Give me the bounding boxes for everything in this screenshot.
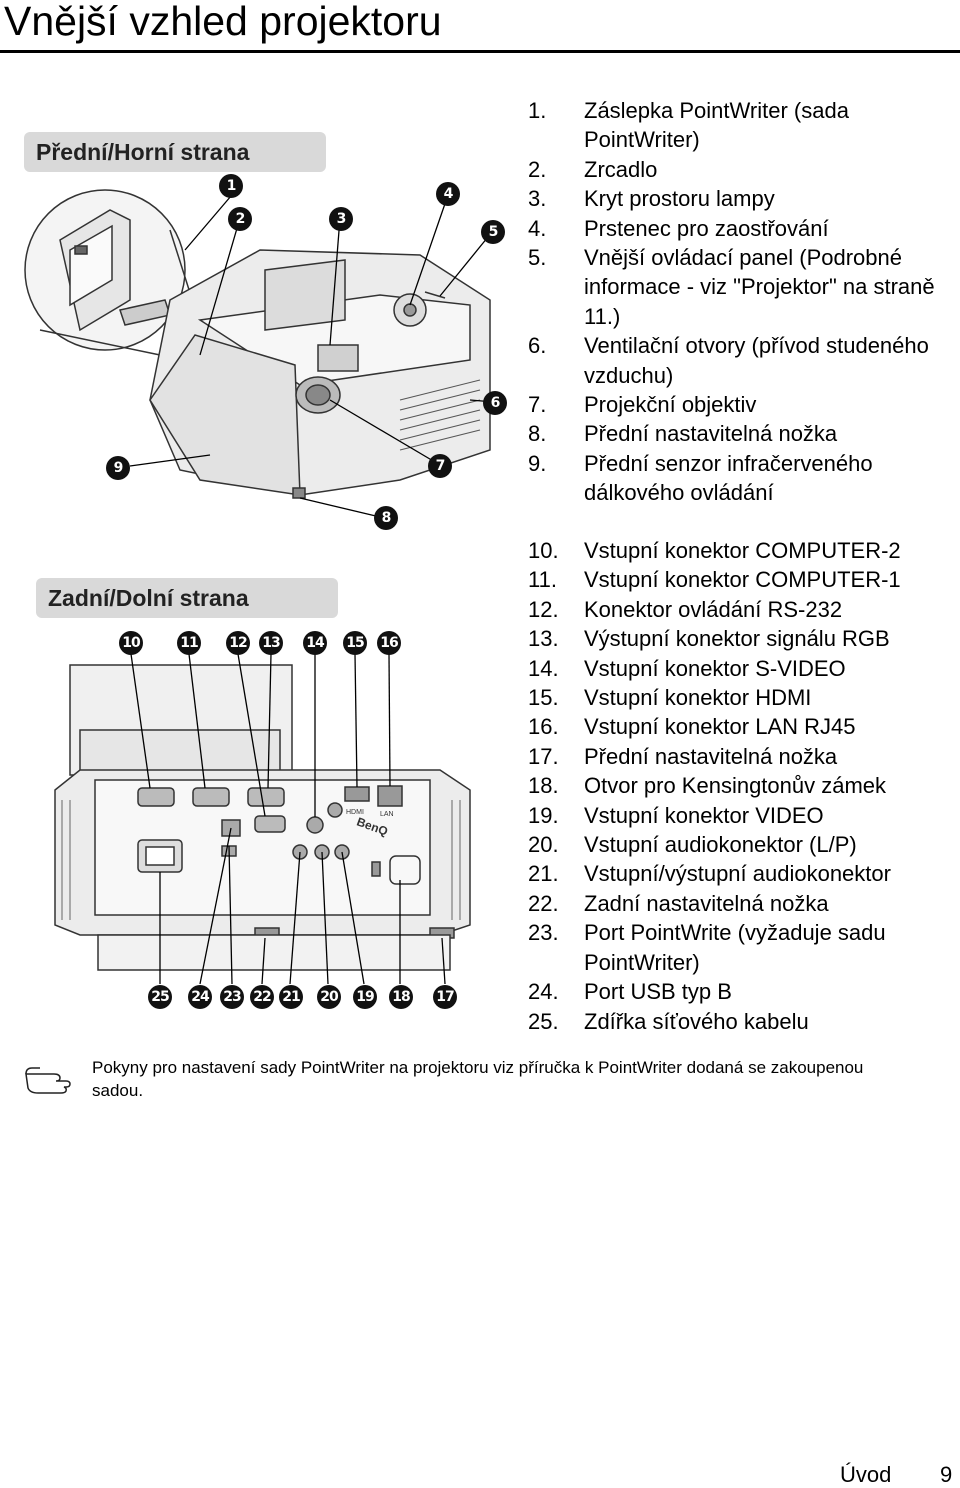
title-rule: [0, 50, 960, 53]
list-item: 5.Vnější ovládací panel (Podrobné inform…: [528, 245, 935, 329]
rear-parts-list: 10.Vstupní konektor COMPUTER-2 11.Vstupn…: [528, 536, 960, 1036]
list-item: 17.Přední nastavitelná nožka: [528, 743, 838, 769]
list-item: 18.Otvor pro Kensingtonův zámek: [528, 773, 887, 799]
list-item: 10.Vstupní konektor COMPUTER-2: [528, 538, 901, 563]
list-item: 20.Vstupní audiokonektor (L/P): [528, 832, 857, 858]
list-item: 4.Prstenec pro zaostřování: [528, 215, 829, 241]
callout-9: 9: [106, 456, 130, 480]
list-item: 12.Konektor ovládání RS-232: [528, 596, 843, 622]
list-item: 11.Vstupní konektor COMPUTER-1: [528, 567, 901, 593]
page-number: 9: [940, 1462, 953, 1487]
callout-4: 4: [436, 182, 460, 206]
callout-8: 8: [374, 506, 398, 530]
callout-19: 19: [353, 985, 377, 1009]
footer-section: Úvod: [840, 1462, 892, 1487]
callout-20: 20: [317, 985, 341, 1009]
list-item: 16.Vstupní konektor LAN RJ45: [528, 714, 856, 740]
callout-21: 21: [279, 985, 303, 1009]
callout-5: 5: [481, 220, 505, 244]
front-projector-drawing: [24, 189, 491, 499]
front-parts-list: 1.Záslepka PointWriter (sada PointWriter…: [528, 96, 960, 508]
callout-22: 22: [250, 985, 274, 1009]
list-item: 13.Výstupní konektor signálu RGB: [528, 626, 890, 652]
callout-18: 18: [389, 985, 413, 1009]
list-item: 14.Vstupní konektor S-VIDEO: [528, 655, 846, 681]
callout-6: 6: [483, 391, 507, 415]
projector-illustrations: HDMI LAN BenQ: [24, 189, 495, 985]
callout-15: 15: [343, 631, 367, 655]
callout-11: 11: [177, 631, 201, 655]
callout-16: 16: [377, 631, 401, 655]
list-item: 3.Kryt prostoru lampy: [528, 186, 775, 212]
note-text: Pokyny pro nastavení sady PointWriter na…: [92, 1058, 864, 1100]
pointing-hand-icon: [25, 1067, 71, 1094]
callout-3: 3: [329, 207, 353, 231]
list-item: 22.Zadní nastavitelná nožka: [528, 890, 829, 916]
list-item: 19.Vstupní konektor VIDEO: [528, 802, 824, 828]
list-item: 8.Přední nastavitelná nožka: [528, 421, 838, 447]
list-item: 7.Projekční objektiv: [528, 392, 757, 418]
callout-25: 25: [148, 985, 172, 1009]
list-item: 21.Vstupní/výstupní audiokonektor: [528, 861, 891, 887]
callout-17: 17: [433, 985, 457, 1009]
callout-13: 13: [259, 631, 283, 655]
list-item: 25.Zdířka síťového kabelu: [528, 1008, 809, 1034]
page-title: Vnější vzhled projektoru: [4, 0, 442, 44]
lan-label: LAN: [380, 811, 394, 818]
callout-2: 2: [228, 207, 252, 231]
callout-1: 1: [219, 174, 243, 198]
rear-projector-drawing: [54, 664, 471, 971]
list-item: 2.Zrcadlo: [528, 156, 658, 182]
list-item: 24.Port USB typ B: [528, 979, 732, 1005]
callout-12: 12: [226, 631, 250, 655]
list-item: 23.Port PointWrite (vyžaduje sadu PointW…: [528, 920, 886, 975]
front-top-label: Přední/Horní strana: [24, 132, 326, 172]
list-item: 15.Vstupní konektor HDMI: [528, 685, 812, 711]
rear-bottom-label: Zadní/Dolní strana: [36, 578, 338, 618]
callout-10: 10: [119, 631, 143, 655]
list-item: 1.Záslepka PointWriter (sada PointWriter…: [528, 98, 849, 153]
hdmi-label: HDMI: [346, 809, 364, 816]
list-item: 9.Přední senzor infračerveného dálkového…: [528, 450, 873, 506]
callout-23: 23: [220, 985, 244, 1009]
list-item: 6.Ventilační otvory (přívod studeného vz…: [528, 333, 929, 388]
callout-24: 24: [188, 985, 212, 1009]
callout-14: 14: [303, 631, 327, 655]
callout-7: 7: [428, 454, 452, 478]
